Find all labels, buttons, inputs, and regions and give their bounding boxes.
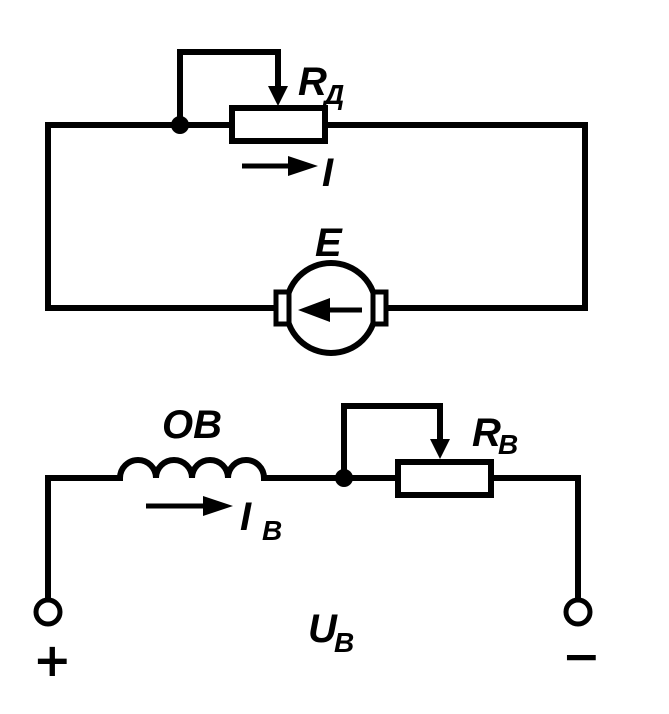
armature-circuit [45,49,588,356]
terminal-minus [563,597,593,627]
wire-left-terminal [45,475,123,601]
rv-slider-arrow [430,439,450,459]
wire-right-terminal [488,475,581,601]
label-rd-main: R [298,60,327,104]
label-ov: ОВ [162,403,222,447]
current-arrow-head [288,156,318,176]
emf-arrow-head [298,298,330,322]
rd-slider-arrow [268,86,288,106]
label-iv-sub: В [262,515,282,546]
label-uv-main: U [308,607,338,651]
field-circuit [33,403,593,627]
rd-slider-wire [177,49,281,128]
label-emf-e: E [315,221,343,265]
label-rv-sub: В [498,429,518,460]
label-minus: − [562,629,601,683]
resistor-rd [229,105,328,144]
armature-loop-wire [45,122,588,311]
machine-symbol [273,260,389,356]
terminal-plus [33,597,63,627]
brush-left [273,289,292,327]
field-current-arrow-head [203,496,233,516]
rv-slider-wire [341,403,443,481]
label-current-i: I [322,151,334,195]
label-rv-main: R [472,411,501,455]
resistor-rv [395,459,494,498]
brush-right [370,289,389,327]
label-plus: + [33,633,72,687]
field-winding-coil [116,457,268,482]
label-uv-sub: В [334,627,354,658]
junction-dot-top [171,116,189,134]
label-rd-sub: Д [322,79,344,110]
label-iv-main: I [240,495,252,539]
junction-dot-bottom [335,469,353,487]
